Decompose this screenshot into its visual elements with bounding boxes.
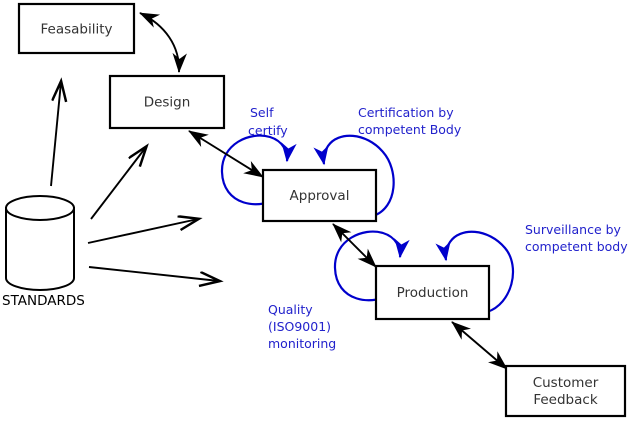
node-standards[interactable]: STANDARDS	[2, 195, 85, 309]
node-approval[interactable]: Approval	[261, 168, 378, 223]
node-customer-feedback-box[interactable]	[504, 364, 627, 418]
annotation-quality-monitoring-line3: monitoring	[268, 336, 336, 351]
standards-cylinder-body[interactable]	[5, 207, 75, 291]
node-customer-feedback-label-line2: Feedback	[533, 392, 597, 408]
standards-cylinder-top[interactable]	[5, 195, 75, 221]
node-design-box[interactable]	[108, 74, 226, 130]
annotation-self-certify-line2: certify	[248, 123, 288, 138]
node-design[interactable]: Design	[108, 74, 226, 130]
annotation-quality-monitoring-line2: (ISO9001)	[268, 319, 331, 334]
node-feasability-box[interactable]	[17, 2, 136, 55]
loop-arc-surveillance-competent-body	[435, 230, 514, 314]
node-feasability[interactable]: Feasability	[17, 2, 136, 55]
node-customer-feedback-label-line1: Customer	[533, 375, 599, 391]
node-approval-box[interactable]	[261, 168, 378, 223]
edge-standards-feasability	[50, 82, 61, 187]
annotation-surveillance-competent-body-line1: Surveillance by	[525, 222, 622, 237]
edge-feasability-design	[139, 12, 187, 73]
edge-design-approval	[188, 130, 264, 178]
edge-standards-production	[88, 266, 219, 281]
node-approval-label: Approval	[290, 188, 350, 204]
edge-standards-design	[90, 147, 146, 220]
standards-label: STANDARDS	[2, 293, 85, 309]
node-design-label: Design	[144, 95, 191, 111]
node-feasability-label: Feasability	[40, 22, 112, 38]
annotation-self-certify-line1: Self	[250, 105, 274, 120]
node-production-label: Production	[397, 285, 469, 301]
edge-approval-production	[332, 223, 377, 268]
annotation-certification-competent-body-line2: competent Body	[358, 122, 462, 137]
loop-arc-certification-competent-body	[313, 134, 395, 218]
annotation-quality-monitoring-line1: Quality	[268, 302, 313, 317]
annotation-quality-monitoring: Quality (ISO9001) monitoring	[268, 302, 336, 351]
edge-production-customer-feedback	[451, 321, 508, 370]
edge-standards-approval	[87, 219, 198, 244]
annotation-surveillance-competent-body-line2: competent body	[525, 239, 628, 254]
node-customer-feedback[interactable]: Customer Feedback	[504, 364, 627, 418]
annotation-certification-competent-body-line1: Certification by	[358, 105, 454, 120]
annotation-self-certify: Self certify	[248, 105, 288, 138]
node-production-box[interactable]	[374, 264, 491, 321]
annotation-certification-competent-body: Certification by competent Body	[358, 105, 462, 137]
node-production[interactable]: Production	[374, 264, 491, 321]
annotation-surveillance-competent-body: Surveillance by competent body	[525, 222, 628, 254]
